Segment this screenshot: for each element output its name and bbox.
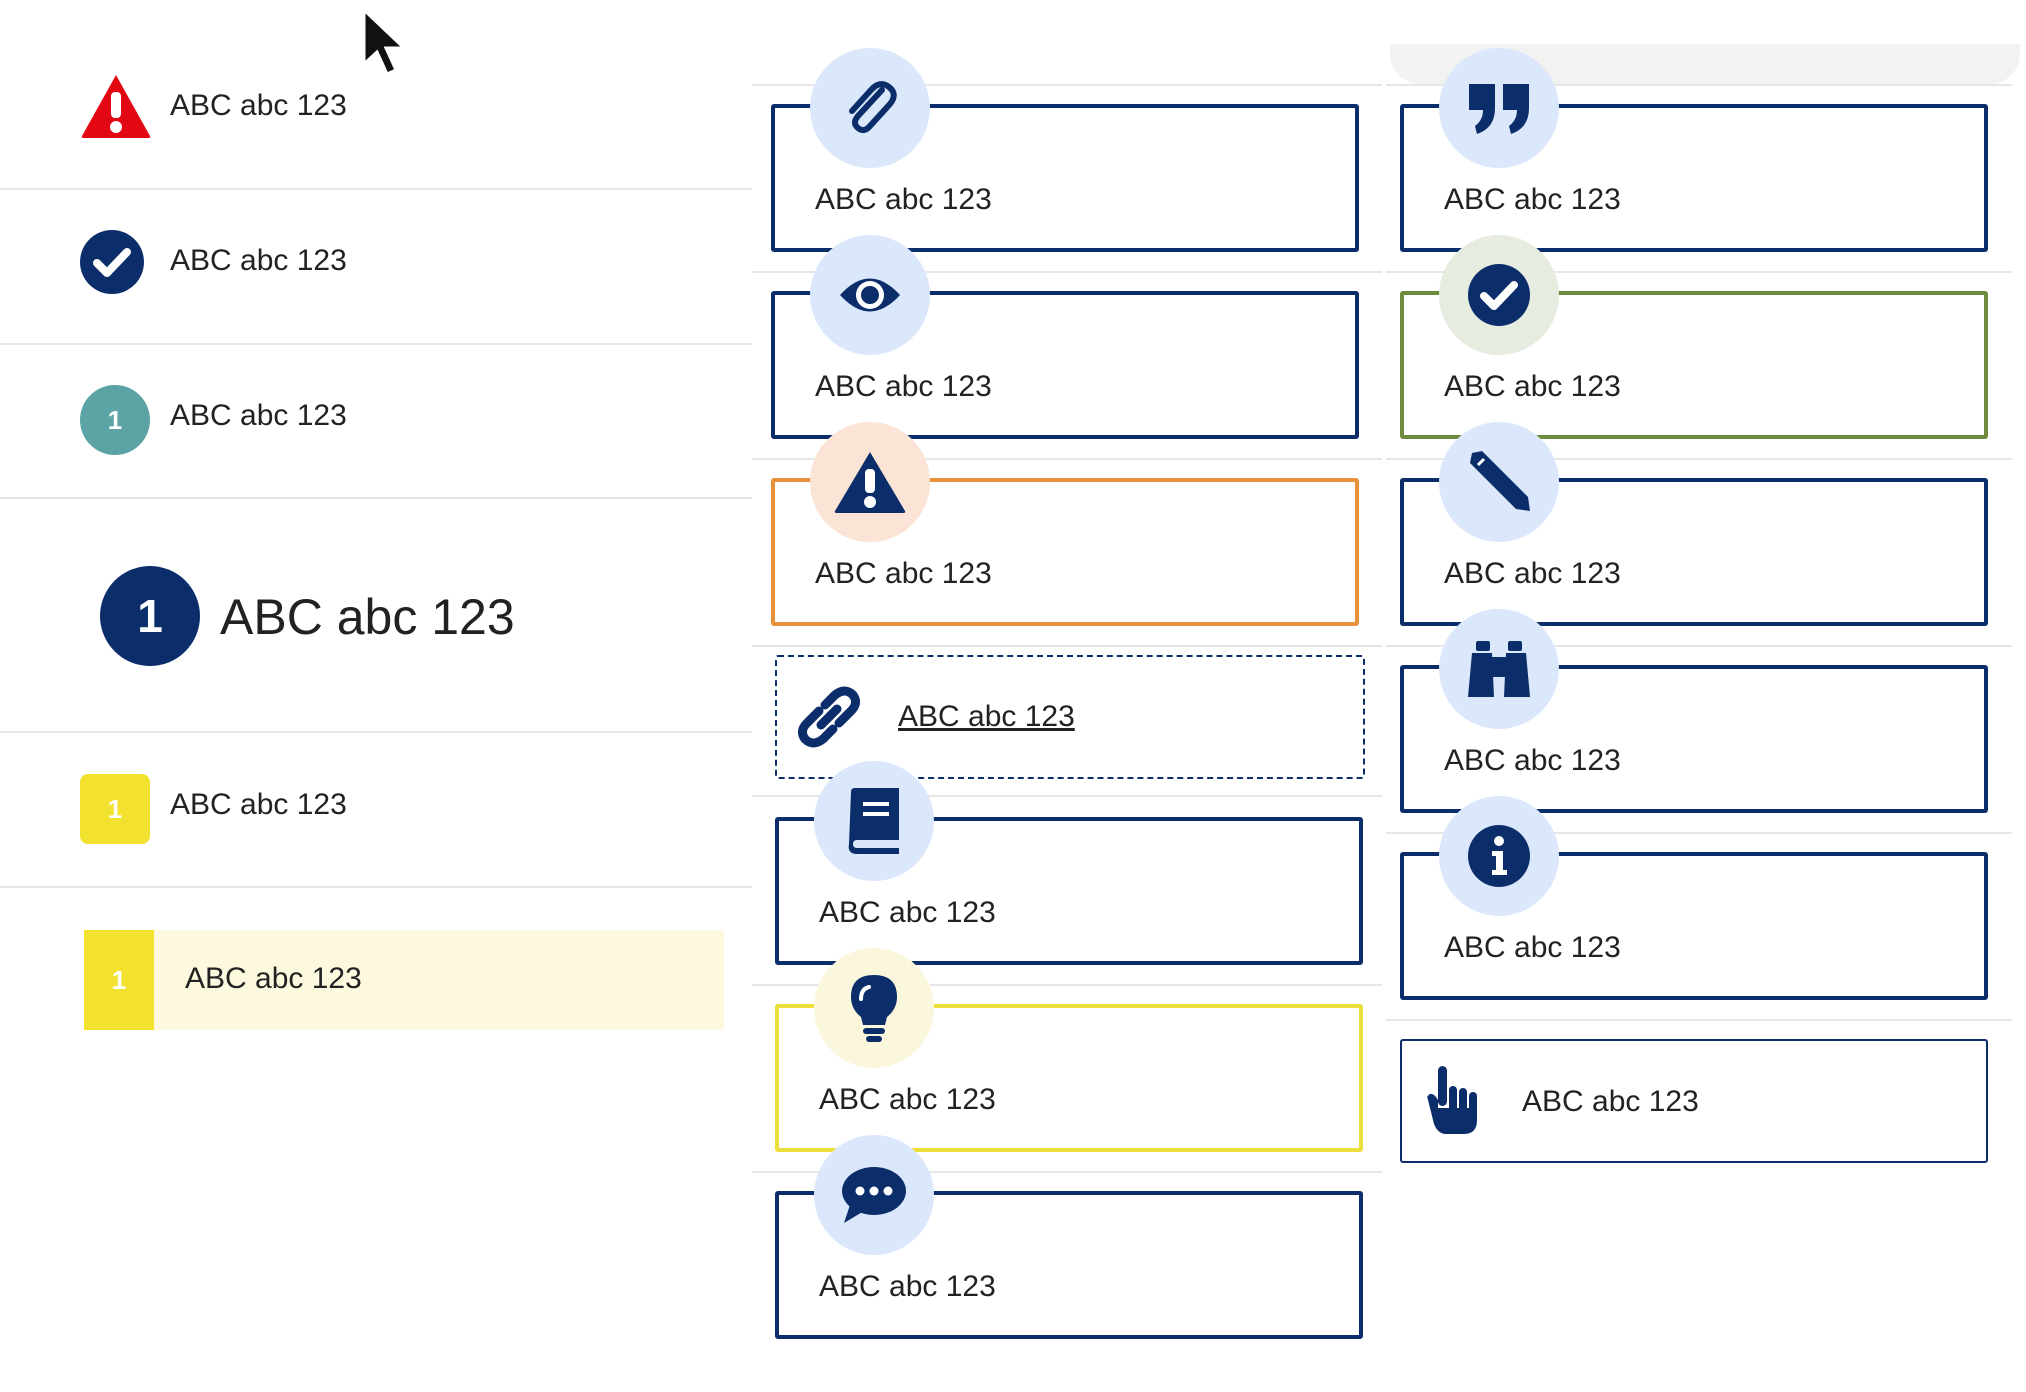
check-circle-icon <box>80 230 144 294</box>
pencil-icon <box>1470 451 1530 511</box>
binoculars-icon <box>1468 641 1530 697</box>
card-link[interactable] <box>775 655 1365 779</box>
divider <box>1386 645 2012 647</box>
number-box: 1 ABC abc 123 <box>84 930 724 1030</box>
card-text: ABC abc 123 <box>819 1270 996 1303</box>
divider <box>752 984 1382 986</box>
divider <box>752 271 1382 273</box>
left-row-4-text: ABC abc 123 <box>220 589 515 645</box>
divider <box>1386 458 2012 460</box>
paperclip-bubble <box>810 48 930 168</box>
info-bubble <box>1439 796 1559 916</box>
pencil-bubble <box>1439 422 1559 542</box>
card-text: ABC abc 123 <box>1444 931 1621 964</box>
card-text: ABC abc 123 <box>815 183 992 216</box>
left-row-2-text: ABC abc 123 <box>170 244 347 277</box>
divider <box>1386 84 2012 86</box>
warning-triangle-icon <box>834 452 906 513</box>
divider <box>0 497 752 499</box>
number-square-icon: 1 <box>80 774 150 844</box>
quote-bubble <box>1439 48 1559 168</box>
quote-icon <box>1469 84 1529 134</box>
eye-bubble <box>810 235 930 355</box>
card-text: ABC abc 123 <box>1444 370 1621 403</box>
divider <box>1386 1019 2012 1021</box>
speech-bubble <box>814 1135 934 1255</box>
divider <box>0 188 752 190</box>
divider <box>0 731 752 733</box>
number-label: 1 <box>107 793 123 824</box>
left-row-3-text: ABC abc 123 <box>170 399 347 432</box>
divider <box>752 645 1382 647</box>
card-binoculars[interactable] <box>1400 665 1988 813</box>
left-row-5-text: ABC abc 123 <box>170 788 347 821</box>
number-circle-icon: 1 <box>80 385 150 455</box>
left-row-1-text: ABC abc 123 <box>170 89 347 122</box>
number-label: 1 <box>137 590 163 642</box>
lightbulb-bubble <box>814 948 934 1068</box>
divider <box>752 458 1382 460</box>
divider <box>752 84 1382 86</box>
number-box-icon: 1 <box>84 930 154 1030</box>
large-number-circle-icon: 1 <box>100 566 200 666</box>
pointing-hand-icon <box>1427 1066 1477 1134</box>
divider <box>1386 271 2012 273</box>
card-text: ABC abc 123 <box>1444 183 1621 216</box>
left-row-6-text: ABC abc 123 <box>185 962 362 995</box>
card-text: ABC abc 123 <box>1444 744 1621 777</box>
warning-bubble <box>810 422 930 542</box>
divider <box>0 343 752 345</box>
book-bubble <box>814 761 934 881</box>
check-bubble <box>1439 235 1559 355</box>
paperclip-icon <box>849 81 897 134</box>
number-label: 1 <box>111 964 127 995</box>
lightbulb-icon <box>851 975 897 1042</box>
card-text: ABC abc 123 <box>815 370 992 403</box>
info-circle-icon <box>1468 825 1530 887</box>
speech-bubble-icon <box>842 1167 906 1223</box>
card-text: ABC abc 123 <box>1444 557 1621 590</box>
divider <box>0 886 752 888</box>
number-label: 1 <box>107 404 123 435</box>
hint-text: ABC abc 123 <box>1522 1085 1699 1118</box>
mouse-cursor-icon <box>362 8 408 76</box>
eye-icon <box>840 278 900 312</box>
card-hint[interactable] <box>1400 1039 1988 1163</box>
divider <box>752 795 1382 797</box>
divider <box>1386 832 2012 834</box>
divider <box>752 1171 1382 1173</box>
card-text: ABC abc 123 <box>815 557 992 590</box>
link-icon <box>797 686 861 748</box>
book-icon <box>848 788 899 854</box>
link-text[interactable]: ABC abc 123 <box>898 700 1075 733</box>
binoculars-bubble <box>1439 609 1559 729</box>
card-text: ABC abc 123 <box>819 896 996 929</box>
card-text: ABC abc 123 <box>819 1083 996 1116</box>
card-warning[interactable] <box>771 478 1359 626</box>
check-circle-icon <box>1468 264 1530 326</box>
warning-triangle-icon <box>81 75 151 138</box>
